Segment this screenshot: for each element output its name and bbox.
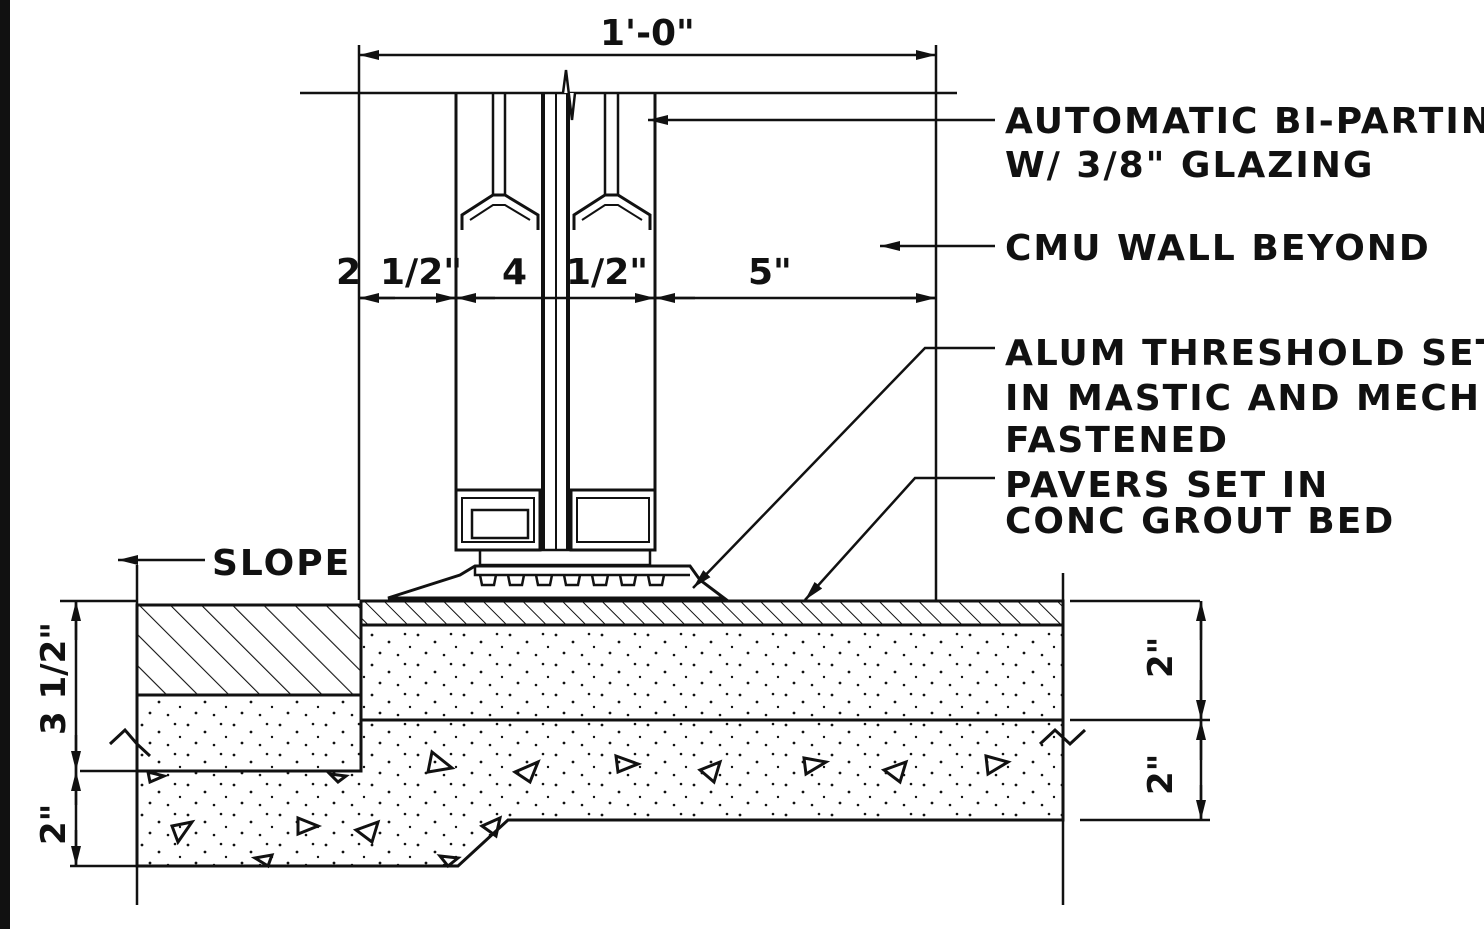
slope-label: SLOPE bbox=[212, 543, 351, 584]
break-line-left bbox=[108, 727, 152, 758]
threshold-leader bbox=[692, 346, 995, 589]
door-callout-line1: AUTOMATIC BI-PARTING bbox=[1005, 101, 1484, 142]
threshold-callout-line3: FASTENED bbox=[1005, 420, 1229, 461]
section-layers bbox=[108, 599, 1087, 869]
dimension-lines bbox=[60, 45, 1210, 905]
door-callout-line2: W/ 3/8" GLAZING bbox=[1005, 145, 1374, 186]
sheet-border bbox=[0, 0, 10, 929]
left-height-label-a: 3 1/2" bbox=[34, 622, 74, 735]
left-paver-hatch bbox=[135, 603, 363, 697]
door-assembly bbox=[300, 69, 957, 567]
paver-strip bbox=[359, 599, 1065, 627]
wall-callout: CMU WALL BEYOND bbox=[1005, 228, 1431, 269]
pavers-leader bbox=[804, 476, 995, 601]
leader-lines bbox=[118, 115, 995, 601]
overall-width-label: 1'-0" bbox=[600, 13, 695, 54]
pavers-callout-line2: CONC GROUT BED bbox=[1005, 501, 1395, 542]
left-grout-bed bbox=[135, 693, 363, 773]
left-offset-label-b: 1/2" bbox=[380, 252, 462, 293]
door-width-label-b: 1/2" bbox=[566, 252, 648, 293]
door-width-label-a: 4 bbox=[502, 252, 527, 293]
pavers-callout-line1: PAVERS SET IN bbox=[1005, 465, 1329, 506]
alum-threshold bbox=[387, 564, 729, 600]
aggregate-marks bbox=[146, 749, 1012, 869]
left-offset-label-a: 2 bbox=[336, 252, 361, 293]
callout-text: AUTOMATIC BI-PARTING W/ 3/8" GLAZING CMU… bbox=[212, 101, 1484, 584]
right-height-label-b: 2" bbox=[1141, 754, 1181, 795]
grout-bed bbox=[359, 623, 1065, 722]
left-height-label-b: 2" bbox=[34, 804, 74, 845]
dimension-text: 1'-0" 2 1/2" 4 1/2" 5" 3 1/2" 2" 2" 2" bbox=[34, 13, 1181, 845]
right-height-label-a: 2" bbox=[1141, 637, 1181, 678]
threshold-callout-line2: IN MASTIC AND MECH bbox=[1005, 378, 1481, 419]
right-offset-label: 5" bbox=[748, 252, 792, 293]
threshold-callout-line1: ALUM THRESHOLD SET bbox=[1005, 333, 1484, 374]
